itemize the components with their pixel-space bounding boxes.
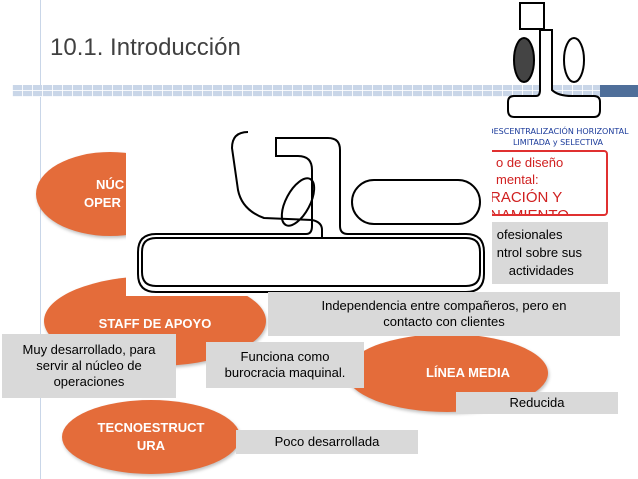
support-staff-note-line2: servir al núcleo de — [36, 358, 142, 373]
technostructure-shape — [513, 37, 535, 83]
operating-core-shape — [507, 29, 601, 118]
little-developed-label: Poco desarrollada — [274, 434, 380, 449]
diagram-support-outline — [351, 179, 481, 225]
operating-core-line2: OPER — [84, 195, 121, 210]
little-developed-note: Poco desarrollada — [236, 430, 418, 454]
machine-bureaucracy-line2: burocracia maquinal. — [224, 365, 346, 380]
technostructure-line2: URA — [136, 438, 166, 453]
left-guide-line — [40, 0, 41, 479]
structure-diagram-card — [126, 126, 492, 296]
independence-note: Independencia entre compañeros, pero en … — [268, 292, 620, 336]
diagram-caption-line2: LIMITADA y SELECTIVA — [512, 138, 604, 147]
middle-line-label: LÍNEA MEDIA — [425, 365, 510, 380]
diagram-technostructure-outline — [280, 177, 316, 227]
machine-bureaucracy-line1: Funciona como — [240, 349, 330, 364]
professionals-line2: ntrol sobre sus — [496, 245, 582, 260]
reduced-label: Reducida — [509, 395, 565, 410]
support-staff-shape — [563, 37, 585, 83]
professionals-note: ofesionales ntrol sobre sus actividades — [472, 222, 608, 284]
title-rule — [12, 85, 630, 97]
support-staff-note-line1: Muy desarrollado, para — [22, 342, 156, 357]
design-parameter-line4: NAMIENTO — [490, 207, 569, 216]
support-staff-label: STAFF DE APOYO — [98, 316, 212, 331]
independence-line2: contacto con clientes — [383, 314, 505, 329]
operating-core-line1: NÚC — [96, 177, 125, 192]
structure-diagram — [137, 131, 485, 293]
organigram-icon — [507, 2, 601, 118]
machine-bureaucracy-note: Funciona como burocracia maquinal. — [206, 342, 364, 388]
diagram-core-outline — [137, 137, 485, 293]
title-rule-accent — [600, 85, 638, 97]
professionals-line1: ofesionales — [496, 227, 563, 242]
design-parameter-line3: RACIÓN Y — [490, 189, 563, 206]
design-parameter-box: o de diseño mental: RACIÓN Y NAMIENTO — [472, 150, 608, 216]
support-staff-note-line3: operaciones — [53, 374, 125, 389]
independence-line1: Independencia entre compañeros, pero en — [321, 298, 567, 313]
technostructure-line1: TECNOESTRUCT — [97, 420, 205, 435]
diagram-caption-line1: DESCENTRALIZACIÓN HORIZONTAL — [487, 127, 629, 136]
reduced-note: Reducida — [456, 392, 618, 414]
slide-title: 10.1. Introducción — [50, 34, 241, 61]
design-parameter-line2: mental: — [496, 172, 539, 187]
technostructure-ellipse: TECNOESTRUCT URA — [62, 400, 240, 474]
apex-shape — [519, 2, 545, 30]
professionals-line3: actividades — [508, 263, 574, 278]
diagram-outer-outline — [141, 131, 481, 287]
support-staff-note: Muy desarrollado, para servir al núcleo … — [2, 334, 176, 398]
design-parameter-line1: o de diseño — [496, 155, 564, 170]
